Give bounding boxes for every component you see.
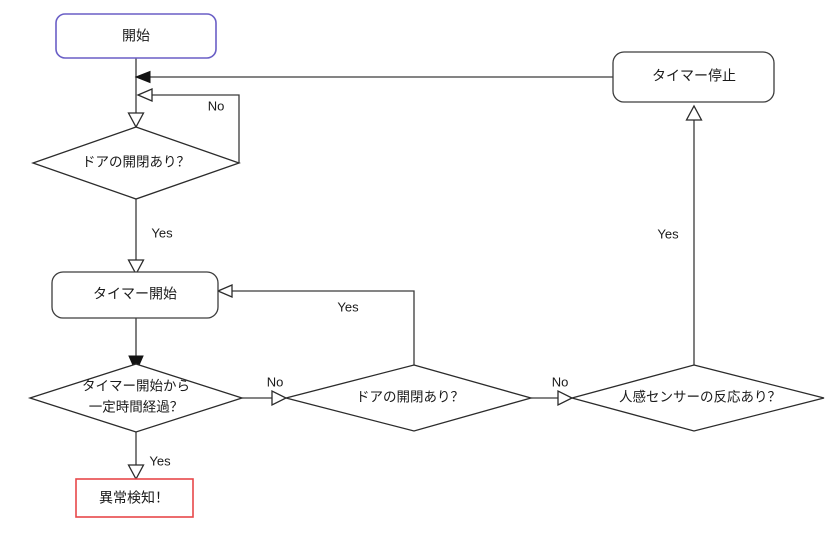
edge-label-door1-yes: Yes: [151, 225, 173, 240]
edge-label-door2-yes: Yes: [337, 299, 359, 314]
edge-door-check-1-no: [152, 94, 240, 163]
node-elapsed-check-shape: [27, 363, 245, 433]
node-door-check-1[interactable]: ドアの開閉あり？: [31, 126, 241, 200]
node-elapsed-check-label-line2: 一定時間経過？: [89, 400, 184, 415]
arrowhead-trunk-from-timer-stop: [134, 70, 151, 84]
edge-label-motion-yes: Yes: [657, 226, 679, 241]
arrowhead-trunk-from-door-no: [136, 88, 153, 102]
edge-label-door1-no: No: [208, 98, 225, 113]
edge-label-door2-no: No: [552, 374, 569, 389]
arrowhead-timer-start-from-door2: [216, 284, 233, 298]
node-elapsed-check-label-line1: タイマー開始から: [82, 379, 190, 394]
arrowhead-door-check-1-in: [127, 112, 145, 129]
node-door-check-2-shape: [285, 364, 534, 432]
node-elapsed-check[interactable]: タイマー開始から 一定時間経過？: [27, 363, 245, 433]
edge-label-elapsed-yes: Yes: [149, 453, 171, 468]
node-alert-shape: [75, 478, 194, 518]
node-door-check-1-shape: [31, 126, 241, 200]
arrowhead-alert-in: [127, 464, 145, 481]
node-timer-stop-label: タイマー停止: [652, 68, 736, 84]
arrowhead-door-check-2-in: [271, 389, 288, 407]
node-start-shape: [55, 13, 217, 59]
arrowhead-motion-check-in: [557, 389, 574, 407]
node-alert-label: 異常検知！: [99, 490, 169, 506]
node-door-check-1-label: ドアの開閉あり？: [82, 155, 190, 170]
arrowhead-timer-start-in: [127, 259, 145, 276]
node-motion-check-label: 人感センサーの反応あり？: [619, 389, 781, 405]
node-timer-stop-shape: [612, 51, 775, 103]
node-motion-check-shape: [569, 364, 825, 432]
node-timer-start[interactable]: タイマー開始: [51, 271, 219, 319]
node-start[interactable]: 開始: [55, 13, 217, 59]
node-start-label: 開始: [122, 28, 150, 44]
edge-door-check-2-yes: [232, 290, 415, 366]
node-door-check-2-label: ドアの開閉あり？: [356, 390, 464, 405]
node-timer-stop[interactable]: タイマー停止: [612, 51, 775, 103]
arrowhead-timer-stop-in: [685, 104, 703, 121]
node-door-check-2[interactable]: ドアの開閉あり？: [285, 364, 534, 432]
node-timer-start-label: タイマー開始: [93, 286, 177, 302]
node-timer-start-shape: [51, 271, 219, 319]
node-motion-check[interactable]: 人感センサーの反応あり？: [569, 364, 825, 432]
edge-label-elapsed-no: No: [267, 374, 284, 389]
node-alert[interactable]: 異常検知！: [75, 478, 194, 518]
